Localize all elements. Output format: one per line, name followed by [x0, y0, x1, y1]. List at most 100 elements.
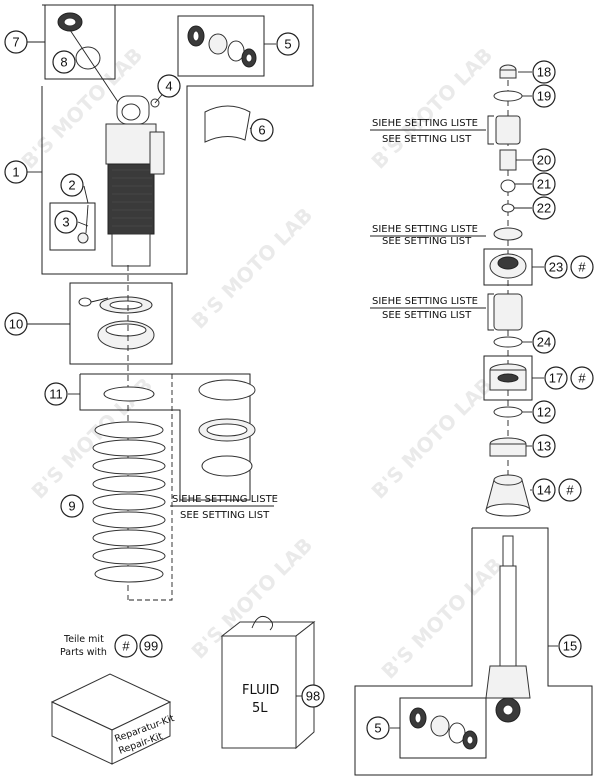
- part-7-cap: [57, 12, 83, 32]
- callout-13: 13: [532, 434, 556, 458]
- legend-line-1: Teile mit: [63, 634, 104, 645]
- dash-frame-spring: [128, 374, 173, 601]
- part-5-seal-kit-bottom: [409, 707, 478, 750]
- part-5-seal-kit-top: [187, 25, 257, 68]
- svg-text:1: 1: [12, 165, 19, 180]
- part-9-spring: [92, 421, 166, 583]
- fluid-can-label-2: 5L: [252, 701, 268, 716]
- svg-text:5: 5: [374, 721, 381, 736]
- svg-text:13: 13: [537, 439, 551, 454]
- svg-text:20: 20: [537, 153, 551, 168]
- part-23-piston: [489, 253, 527, 279]
- svg-text:2: 2: [68, 178, 75, 193]
- part-13-seal: [489, 437, 527, 457]
- svg-text:22: 22: [537, 201, 551, 216]
- part-18-cap: [499, 64, 517, 79]
- svg-text:18: 18: [537, 65, 551, 80]
- part-3-valve: [77, 204, 89, 244]
- part-12-ring: [493, 406, 523, 418]
- svg-text:7: 7: [12, 35, 19, 50]
- setting-note-right-3: SIEHE SETTING LISTE SEE SETTING LIST: [370, 293, 523, 331]
- svg-text:#: #: [122, 639, 130, 654]
- watermark: B'S MOTO LAB: [367, 373, 498, 504]
- part-24-washer: [493, 336, 523, 348]
- box-11: [79, 373, 251, 501]
- callout-5-top: 5: [276, 32, 300, 56]
- svg-text:6: 6: [258, 123, 265, 138]
- callout-22: 22: [532, 196, 556, 220]
- callout-10: 10: [4, 312, 28, 336]
- svg-text:#: #: [578, 260, 586, 275]
- callout-5-bottom: 5: [366, 716, 390, 740]
- callout-hash-legend: #: [114, 634, 138, 658]
- box-2-3: [49, 202, 96, 251]
- callout-7: 7: [4, 30, 28, 54]
- callout-19: 19: [532, 84, 556, 108]
- callout-18: 18: [532, 60, 556, 84]
- callout-12: 12: [532, 400, 556, 424]
- svg-text:#: #: [566, 483, 574, 498]
- part-22-ring: [501, 203, 515, 213]
- top-left-frame: [41, 4, 314, 275]
- setting-note-r3-en: SEE SETTING LIST: [382, 310, 472, 321]
- callout-2: 2: [60, 173, 84, 197]
- part-1-shock-body: [105, 95, 165, 267]
- legend: Teile mit Parts with: [60, 634, 107, 658]
- leader-7-shock: [69, 29, 123, 109]
- svg-text:#: #: [578, 371, 586, 386]
- setting-note-left: SIEHE SETTING LISTE SEE SETTING LIST: [170, 494, 278, 521]
- svg-text:23: 23: [549, 260, 563, 275]
- setting-note-right-2: SIEHE SETTING LISTE SEE SETTING LIST: [370, 224, 523, 247]
- box-15: [354, 527, 593, 776]
- setting-note-r1-en: SEE SETTING LIST: [382, 134, 472, 145]
- svg-text:8: 8: [60, 55, 67, 70]
- callout-15: 15: [558, 634, 582, 658]
- svg-text:19: 19: [537, 89, 551, 104]
- svg-text:17: 17: [549, 371, 563, 386]
- fluid-can-label-1: FLUID: [242, 683, 279, 698]
- watermark: B'S MOTO LAB: [187, 203, 318, 334]
- part-8-washer: [75, 46, 101, 70]
- setting-note-r2-de: SIEHE SETTING LISTE: [372, 224, 478, 235]
- callout-21: 21: [532, 172, 556, 196]
- setting-note-right-1: SIEHE SETTING LISTE SEE SETTING LIST: [370, 115, 521, 145]
- part-15-damper-rod: [485, 535, 531, 723]
- callout-99: 99: [139, 634, 163, 658]
- box-5-top: [177, 15, 265, 77]
- leader-lines: [27, 41, 558, 729]
- svg-text:10: 10: [9, 317, 23, 332]
- setting-note-left-en: SEE SETTING LIST: [180, 510, 270, 521]
- svg-text:5: 5: [284, 37, 291, 52]
- svg-text:14: 14: [537, 483, 551, 498]
- svg-text:98: 98: [306, 689, 320, 704]
- callout-hash-14: #: [558, 478, 582, 502]
- callout-11: 11: [44, 382, 68, 406]
- setting-note-r3-de: SIEHE SETTING LISTE: [372, 296, 478, 307]
- part-17-valve-body: [489, 363, 527, 391]
- callout-hash-17: #: [570, 366, 594, 390]
- svg-text:12: 12: [537, 405, 551, 420]
- part-11-ring: [103, 386, 155, 402]
- part-10-spring-retainer: [78, 296, 155, 350]
- setting-note-left-de: SIEHE SETTING LISTE: [172, 494, 278, 505]
- watermark: B'S MOTO LAB: [377, 553, 508, 684]
- svg-text:4: 4: [165, 79, 172, 94]
- legend-line-2: Parts with: [60, 647, 107, 658]
- fluid-can: FLUID 5L: [220, 615, 316, 750]
- watermark: B'S MOTO LAB: [367, 43, 498, 174]
- part-21-washer: [500, 179, 516, 193]
- svg-text:15: 15: [563, 639, 577, 654]
- svg-text:99: 99: [144, 639, 158, 654]
- box-10: [69, 282, 173, 365]
- callout-14: 14: [532, 478, 556, 502]
- svg-text:21: 21: [537, 177, 551, 192]
- callout-9: 9: [60, 494, 84, 518]
- svg-text:9: 9: [68, 499, 75, 514]
- setting-note-r2-en: SEE SETTING LIST: [382, 236, 472, 247]
- callout-98: 98: [301, 684, 325, 708]
- part-14-bump-rubber: [485, 474, 531, 517]
- setting-note-r1-de: SIEHE SETTING LISTE: [372, 118, 478, 129]
- repair-kit-box: Reparatur-Kit Repair-Kit: [50, 673, 176, 765]
- callout-17: 17: [544, 366, 568, 390]
